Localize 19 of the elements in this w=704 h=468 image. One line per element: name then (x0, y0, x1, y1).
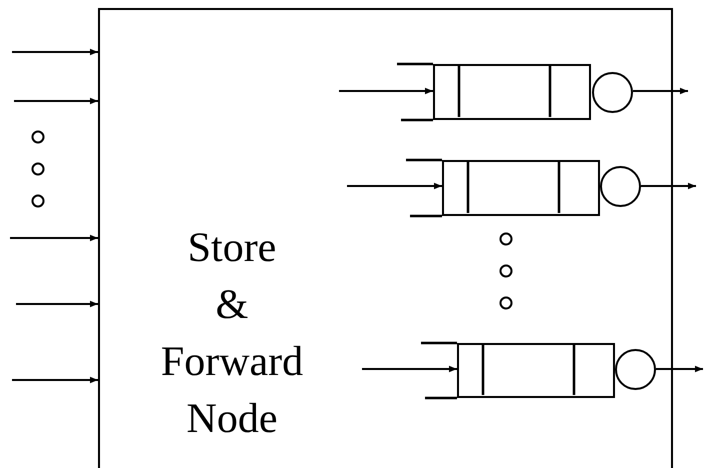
node-label: Store & Forward Node (160, 224, 304, 444)
arrow (656, 366, 703, 372)
arrow (12, 48, 98, 56)
arrow (10, 234, 98, 242)
node-box (98, 8, 673, 468)
arrow (633, 88, 688, 94)
arrow (339, 88, 433, 94)
arrow (14, 98, 98, 104)
arrow (641, 182, 696, 190)
server-circle (600, 166, 641, 207)
server-circle (592, 72, 633, 113)
server-circle (615, 349, 656, 390)
queue-box (457, 343, 615, 398)
arrow (16, 300, 98, 308)
arrow (12, 376, 98, 384)
queue-box (442, 160, 600, 216)
arrow (362, 366, 457, 372)
arrow (347, 182, 442, 190)
queue-box (433, 64, 591, 120)
